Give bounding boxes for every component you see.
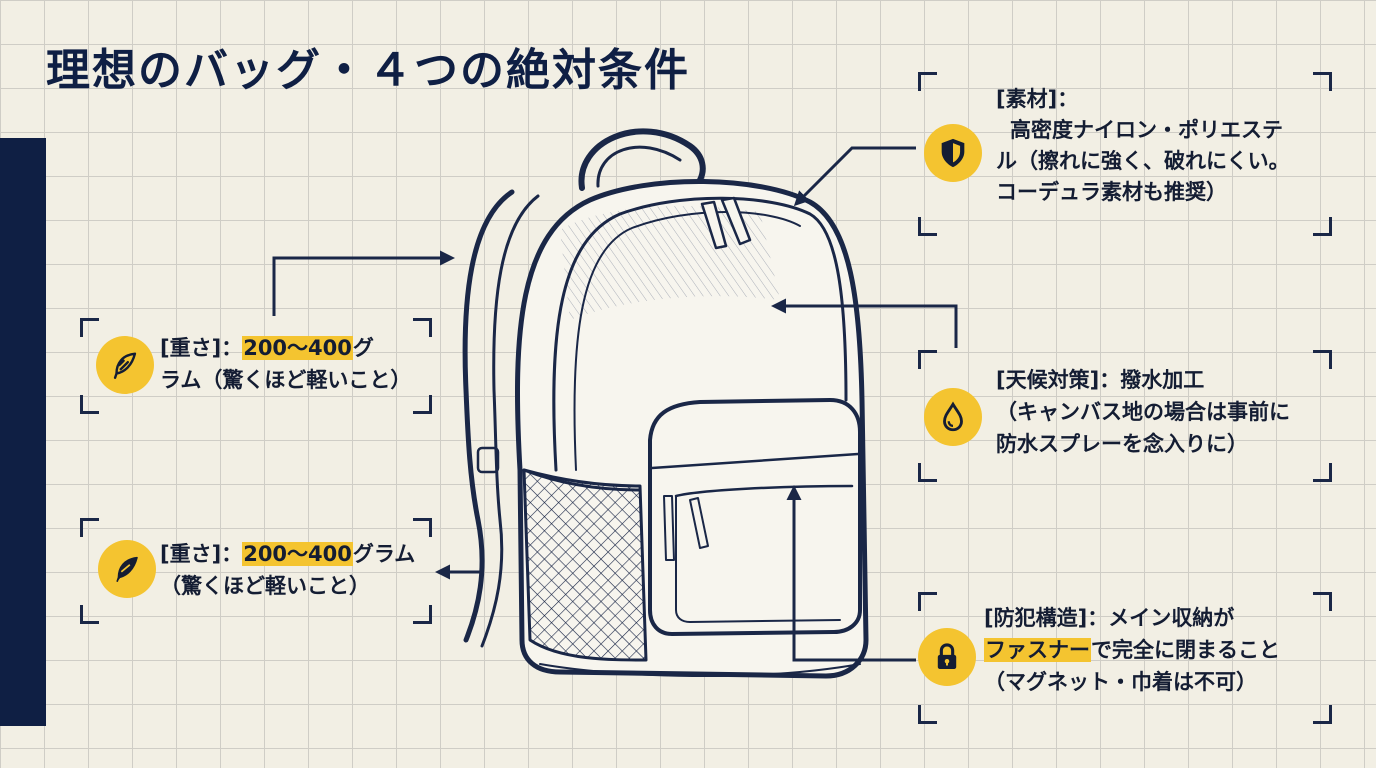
- card-material-line3: ル（擦れに強く、破れにくい。: [996, 149, 1290, 173]
- shield-icon: [924, 124, 982, 182]
- bracket-corner: [918, 463, 937, 482]
- card-weather-line1: [天候対策]：撥水加工: [996, 368, 1205, 392]
- bracket-corner: [1313, 592, 1332, 611]
- card-security-line2: ファスナーで完全に閉まること: [984, 634, 1280, 666]
- bracket-corner: [80, 395, 99, 414]
- arrow-weather: [771, 298, 958, 348]
- bracket-corner: [413, 318, 432, 337]
- bracket-corner: [80, 518, 99, 537]
- card-weight-bottom-line2: （驚くほど軽いこと）: [160, 574, 370, 598]
- bracket-corner: [1313, 72, 1332, 91]
- feather-icon: [98, 540, 156, 598]
- bracket-corner: [918, 217, 937, 236]
- bracket-corner: [80, 318, 99, 337]
- bracket-corner: [1313, 705, 1332, 724]
- bracket-corner: [413, 605, 432, 624]
- card-material-text: [素材]： 高密度ナイロン・ポリエステ ル（擦れに強く、破れにくい。 コーデュラ…: [996, 84, 1290, 208]
- card-weight-top-text: [重さ]：200〜400グ ラム（驚くほど軽いこと）: [160, 332, 411, 396]
- side-accent-bar: [0, 138, 46, 726]
- bracket-corner: [1313, 350, 1332, 369]
- card-material: [素材]： 高密度ナイロン・ポリエステ ル（擦れに強く、破れにくい。 コーデュラ…: [918, 72, 1332, 236]
- card-weight-bottom-line1-rest: グラム: [352, 542, 416, 566]
- card-weight-top-line1-rest: グ: [352, 336, 374, 360]
- bracket-corner: [918, 72, 937, 91]
- page-title: 理想のバッグ・４つの絶対条件: [46, 45, 690, 96]
- arrow-weight-top: [272, 250, 455, 316]
- connector-arrows: [272, 146, 958, 662]
- card-material-line4: コーデュラ素材も推奨）: [996, 180, 1227, 204]
- card-security-line3: （マグネット・巾着は不可）: [984, 670, 1257, 694]
- card-weather: [天候対策]：撥水加工 （キャンバス地の場合は事前に 防水スプレーを念入りに）: [918, 350, 1332, 482]
- bracket-corner: [918, 705, 937, 724]
- bracket-corner: [918, 592, 937, 611]
- padlock-icon: [918, 628, 976, 686]
- weight-highlight: 200〜400: [242, 336, 353, 360]
- card-weight-top-line1: [重さ]：200〜400グ: [160, 332, 411, 364]
- card-security: [防犯構造]：メイン収納が ファスナーで完全に閉まること （マグネット・巾着は不…: [918, 592, 1332, 724]
- arrow-security: [786, 485, 916, 662]
- bracket-corner: [1313, 217, 1332, 236]
- card-security-line2-rest: で完全に閉まること: [1091, 638, 1280, 662]
- card-security-line1: [防犯構造]：メイン収納が: [984, 606, 1235, 630]
- bracket-corner: [1313, 463, 1332, 482]
- card-weather-line2: （キャンバス地の場合は事前に: [996, 400, 1290, 424]
- bracket-corner: [413, 395, 432, 414]
- card-material-line2: 高密度ナイロン・ポリエステ: [1010, 118, 1283, 142]
- card-weather-line3: 防水スプレーを念入りに）: [996, 432, 1248, 456]
- card-weight-bottom-text: [重さ]：200〜400グラム （驚くほど軽いこと）: [160, 538, 415, 602]
- card-weight-top: [重さ]：200〜400グ ラム（驚くほど軽いこと）: [80, 318, 432, 414]
- weight-highlight: 200〜400: [242, 542, 353, 566]
- card-weight-bottom-label: [重さ]：: [160, 542, 243, 566]
- card-weight-top-label: [重さ]：: [160, 336, 243, 360]
- card-weight-bottom-line1: [重さ]：200〜400グラム: [160, 538, 415, 570]
- arrow-material: [793, 146, 916, 207]
- bracket-corner: [80, 605, 99, 624]
- card-security-text: [防犯構造]：メイン収納が ファスナーで完全に閉まること （マグネット・巾着は不…: [984, 602, 1280, 698]
- water-drop-icon: [924, 388, 982, 446]
- bracket-corner: [918, 350, 937, 369]
- card-weight-bottom: [重さ]：200〜400グラム （驚くほど軽いこと）: [80, 518, 432, 624]
- backpack-illustration: [462, 128, 869, 679]
- card-material-line1: [素材]：: [996, 87, 1079, 111]
- zipper-highlight: ファスナー: [984, 638, 1091, 662]
- card-weight-top-line2: ラム（驚くほど軽いこと）: [160, 368, 412, 392]
- feather-icon: [96, 336, 154, 394]
- bracket-corner: [413, 518, 432, 537]
- card-weather-text: [天候対策]：撥水加工 （キャンバス地の場合は事前に 防水スプレーを念入りに）: [996, 364, 1290, 460]
